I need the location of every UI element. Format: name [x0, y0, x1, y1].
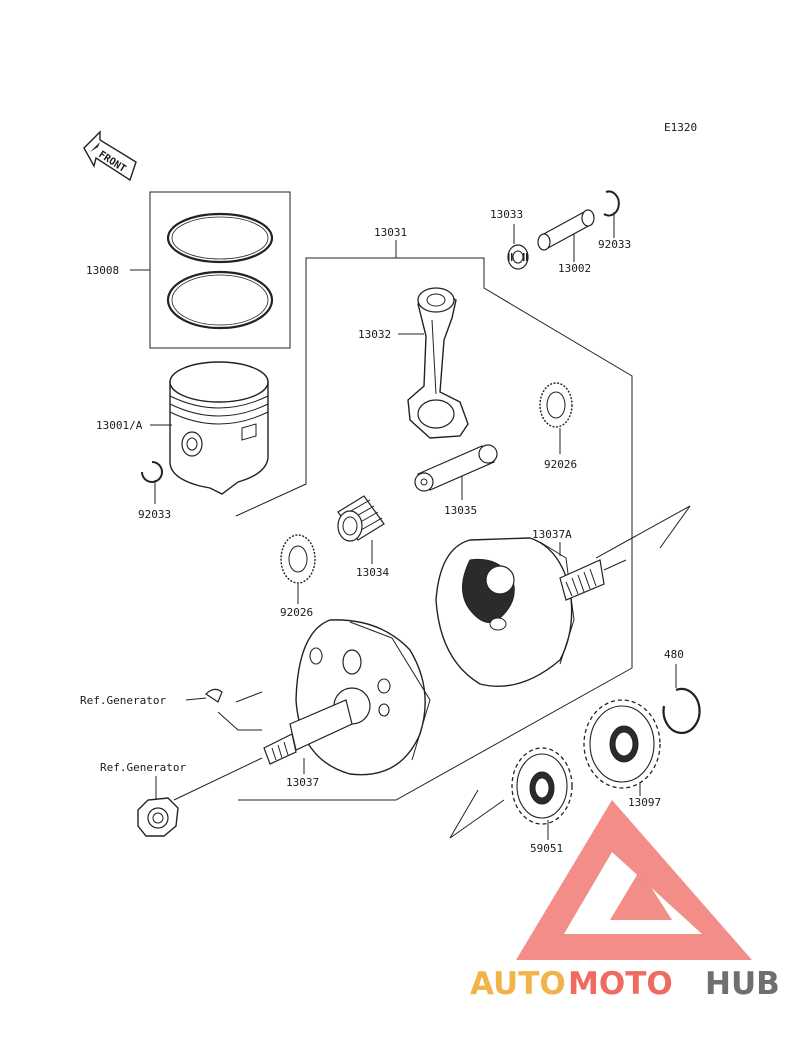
piston-rings — [149, 191, 291, 349]
crank-pin — [414, 444, 498, 492]
label-59051: 59051 — [530, 842, 563, 855]
label-13008: 13008 — [86, 264, 119, 277]
circlip-left — [141, 461, 163, 483]
watermark-logo — [516, 800, 752, 960]
gear-13097 — [583, 699, 661, 789]
watermark-moto: MOTO — [568, 966, 673, 1002]
label-92033-left: 92033 — [138, 508, 171, 521]
thrust-washer-left — [280, 534, 316, 584]
front-arrow-icon: FRONT — [83, 130, 137, 182]
needle-bearing-big-end — [337, 495, 385, 542]
connecting-rod — [407, 287, 469, 439]
thrust-washer-right — [539, 382, 573, 428]
crankshaft-nut — [137, 797, 179, 837]
label-ref-generator-2: Ref.Generator — [100, 761, 186, 774]
label-13033: 13033 — [490, 208, 523, 221]
piston-pin — [537, 209, 595, 251]
label-13002: 13002 — [558, 262, 591, 275]
label-13037: 13037 — [286, 776, 319, 789]
diagram-code: E1320 — [664, 121, 697, 134]
label-13037a: 13037A — [532, 528, 572, 541]
watermark-hub: HUB — [705, 966, 780, 1002]
circlip-right — [603, 190, 620, 217]
crankshaft-left-half — [263, 619, 431, 776]
woodruff-key — [205, 688, 223, 703]
label-ref-generator-1: Ref.Generator — [80, 694, 166, 707]
watermark-auto: AUTO — [470, 966, 566, 1002]
label-92033-right: 92033 — [598, 238, 631, 251]
circlip-480 — [662, 687, 701, 735]
label-13001a: 13001/A — [96, 419, 143, 432]
gear-59051 — [511, 747, 573, 825]
label-92026-right: 92026 — [544, 458, 577, 471]
piston — [169, 361, 269, 495]
needle-bearing-small-end — [507, 244, 529, 270]
label-13035: 13035 — [444, 504, 477, 517]
label-13032: 13032 — [358, 328, 391, 341]
crankshaft-right-half — [435, 537, 627, 687]
label-13097: 13097 — [628, 796, 661, 809]
label-13031: 13031 — [374, 226, 407, 239]
label-480: 480 — [664, 648, 684, 661]
label-13034: 13034 — [356, 566, 389, 579]
label-92026-left: 92026 — [280, 606, 313, 619]
